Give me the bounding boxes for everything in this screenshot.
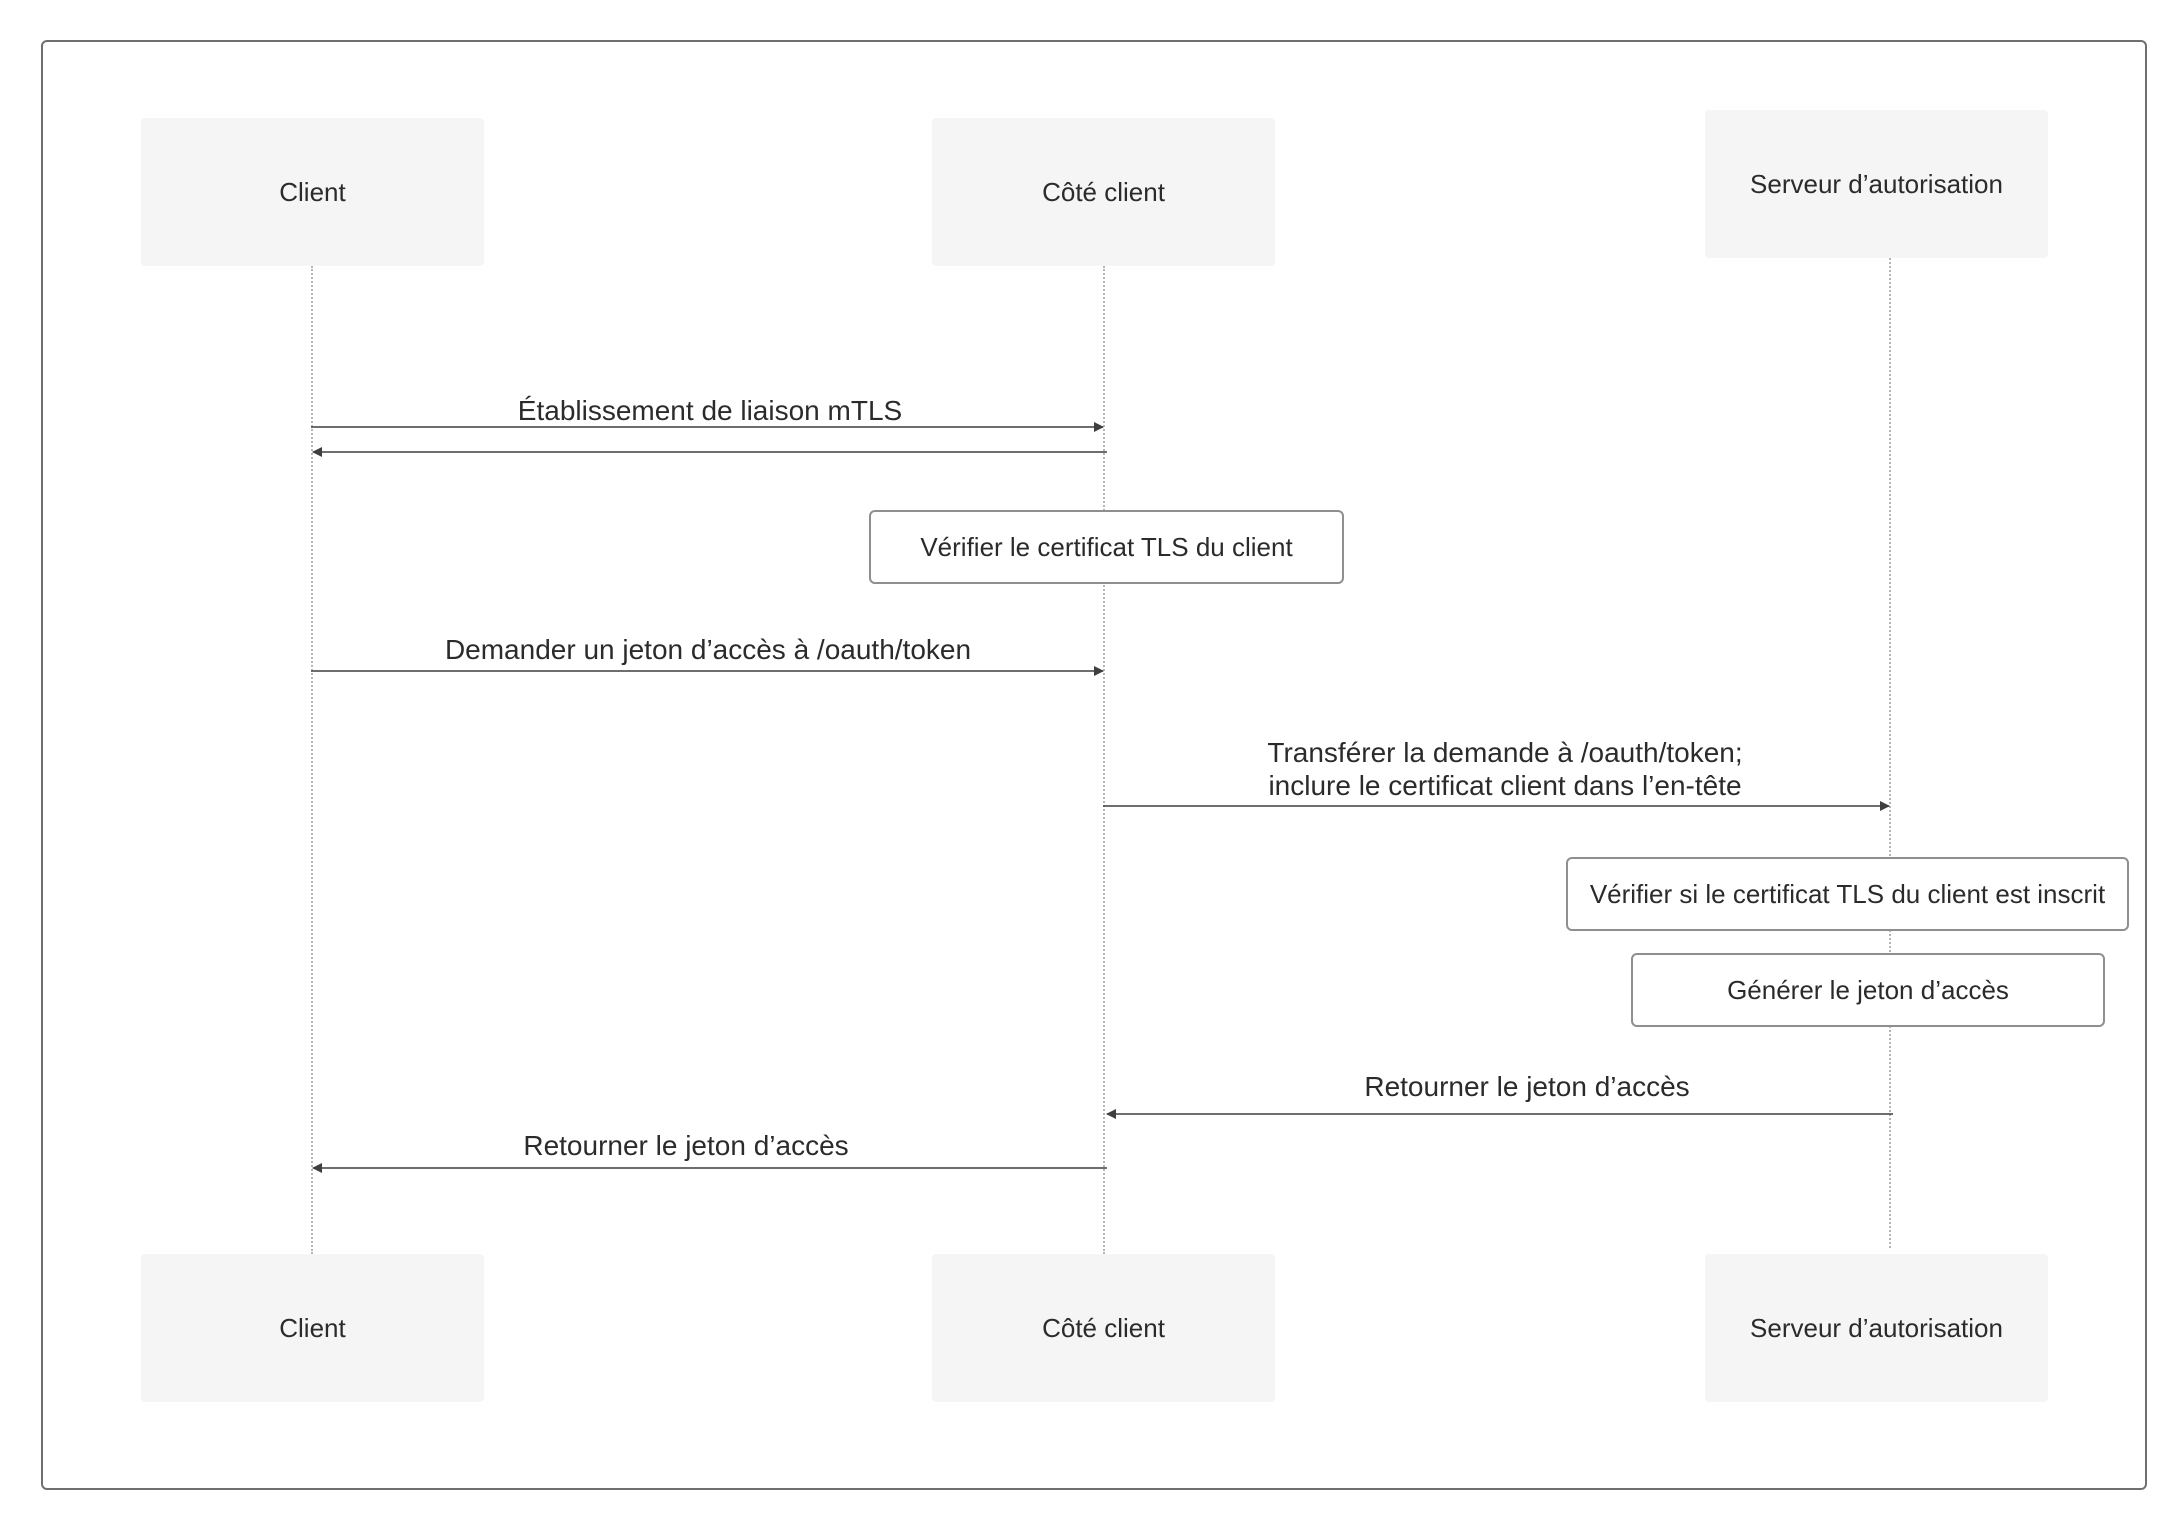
message-label-m4-line1: Transférer la demande à /oauth/token; <box>1267 737 1743 768</box>
message-label-m4-line2: inclure le certificat client dans l’en-t… <box>1268 770 1742 801</box>
participant-auth-bottom: Serveur d’autorisation <box>1705 1254 2048 1402</box>
participant-client-label: Client <box>279 1312 346 1343</box>
participant-auth-label: Serveur d’autorisation <box>1750 1312 2003 1343</box>
lifeline-client <box>311 266 313 1254</box>
participant-client-top: Client <box>141 118 484 266</box>
lifeline-auth <box>1889 258 1891 1248</box>
note-label: Générer le jeton d’accès <box>1727 974 2009 1005</box>
message-label-m5: Retourner le jeton d’accès <box>1364 1071 1690 1102</box>
note-label: Vérifier le certificat TLS du client <box>920 531 1293 562</box>
note-label: Vérifier si le certificat TLS du client … <box>1589 878 2106 909</box>
message-label-m3: Demander un jeton d’accès à /oauth/token <box>444 634 972 665</box>
participant-client-label: Client <box>279 176 346 207</box>
participant-proxy-label: Côté client <box>1042 176 1165 207</box>
note-verify-client-cert: Vérifier le certificat TLS du client <box>869 510 1344 584</box>
message-label-m6: Retourner le jeton d’accès <box>523 1130 849 1161</box>
participant-proxy-label: Côté client <box>1042 1312 1165 1343</box>
note-generate-token: Générer le jeton d’accès <box>1631 953 2105 1027</box>
participant-client-bottom: Client <box>141 1254 484 1402</box>
participant-proxy-bottom: Côté client <box>932 1254 1275 1402</box>
participant-auth-label: Serveur d’autorisation <box>1750 168 2003 199</box>
participant-auth-top: Serveur d’autorisation <box>1705 110 2048 258</box>
note-check-cert-registered: Vérifier si le certificat TLS du client … <box>1566 857 2129 931</box>
message-label-m1: Établissement de liaison mTLS <box>517 395 903 426</box>
lifeline-proxy <box>1103 266 1105 1254</box>
participant-proxy-top: Côté client <box>932 118 1275 266</box>
diagram-frame <box>41 40 2147 1490</box>
